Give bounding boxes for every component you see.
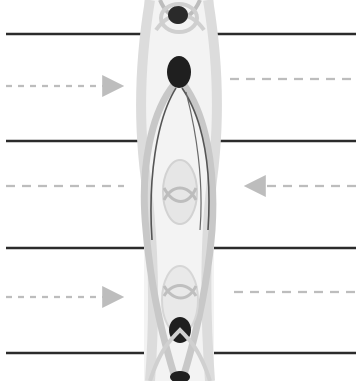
ribbon-structure <box>141 0 217 381</box>
knot-dark-top-cap <box>168 6 188 24</box>
knot-dark-top <box>167 56 191 88</box>
